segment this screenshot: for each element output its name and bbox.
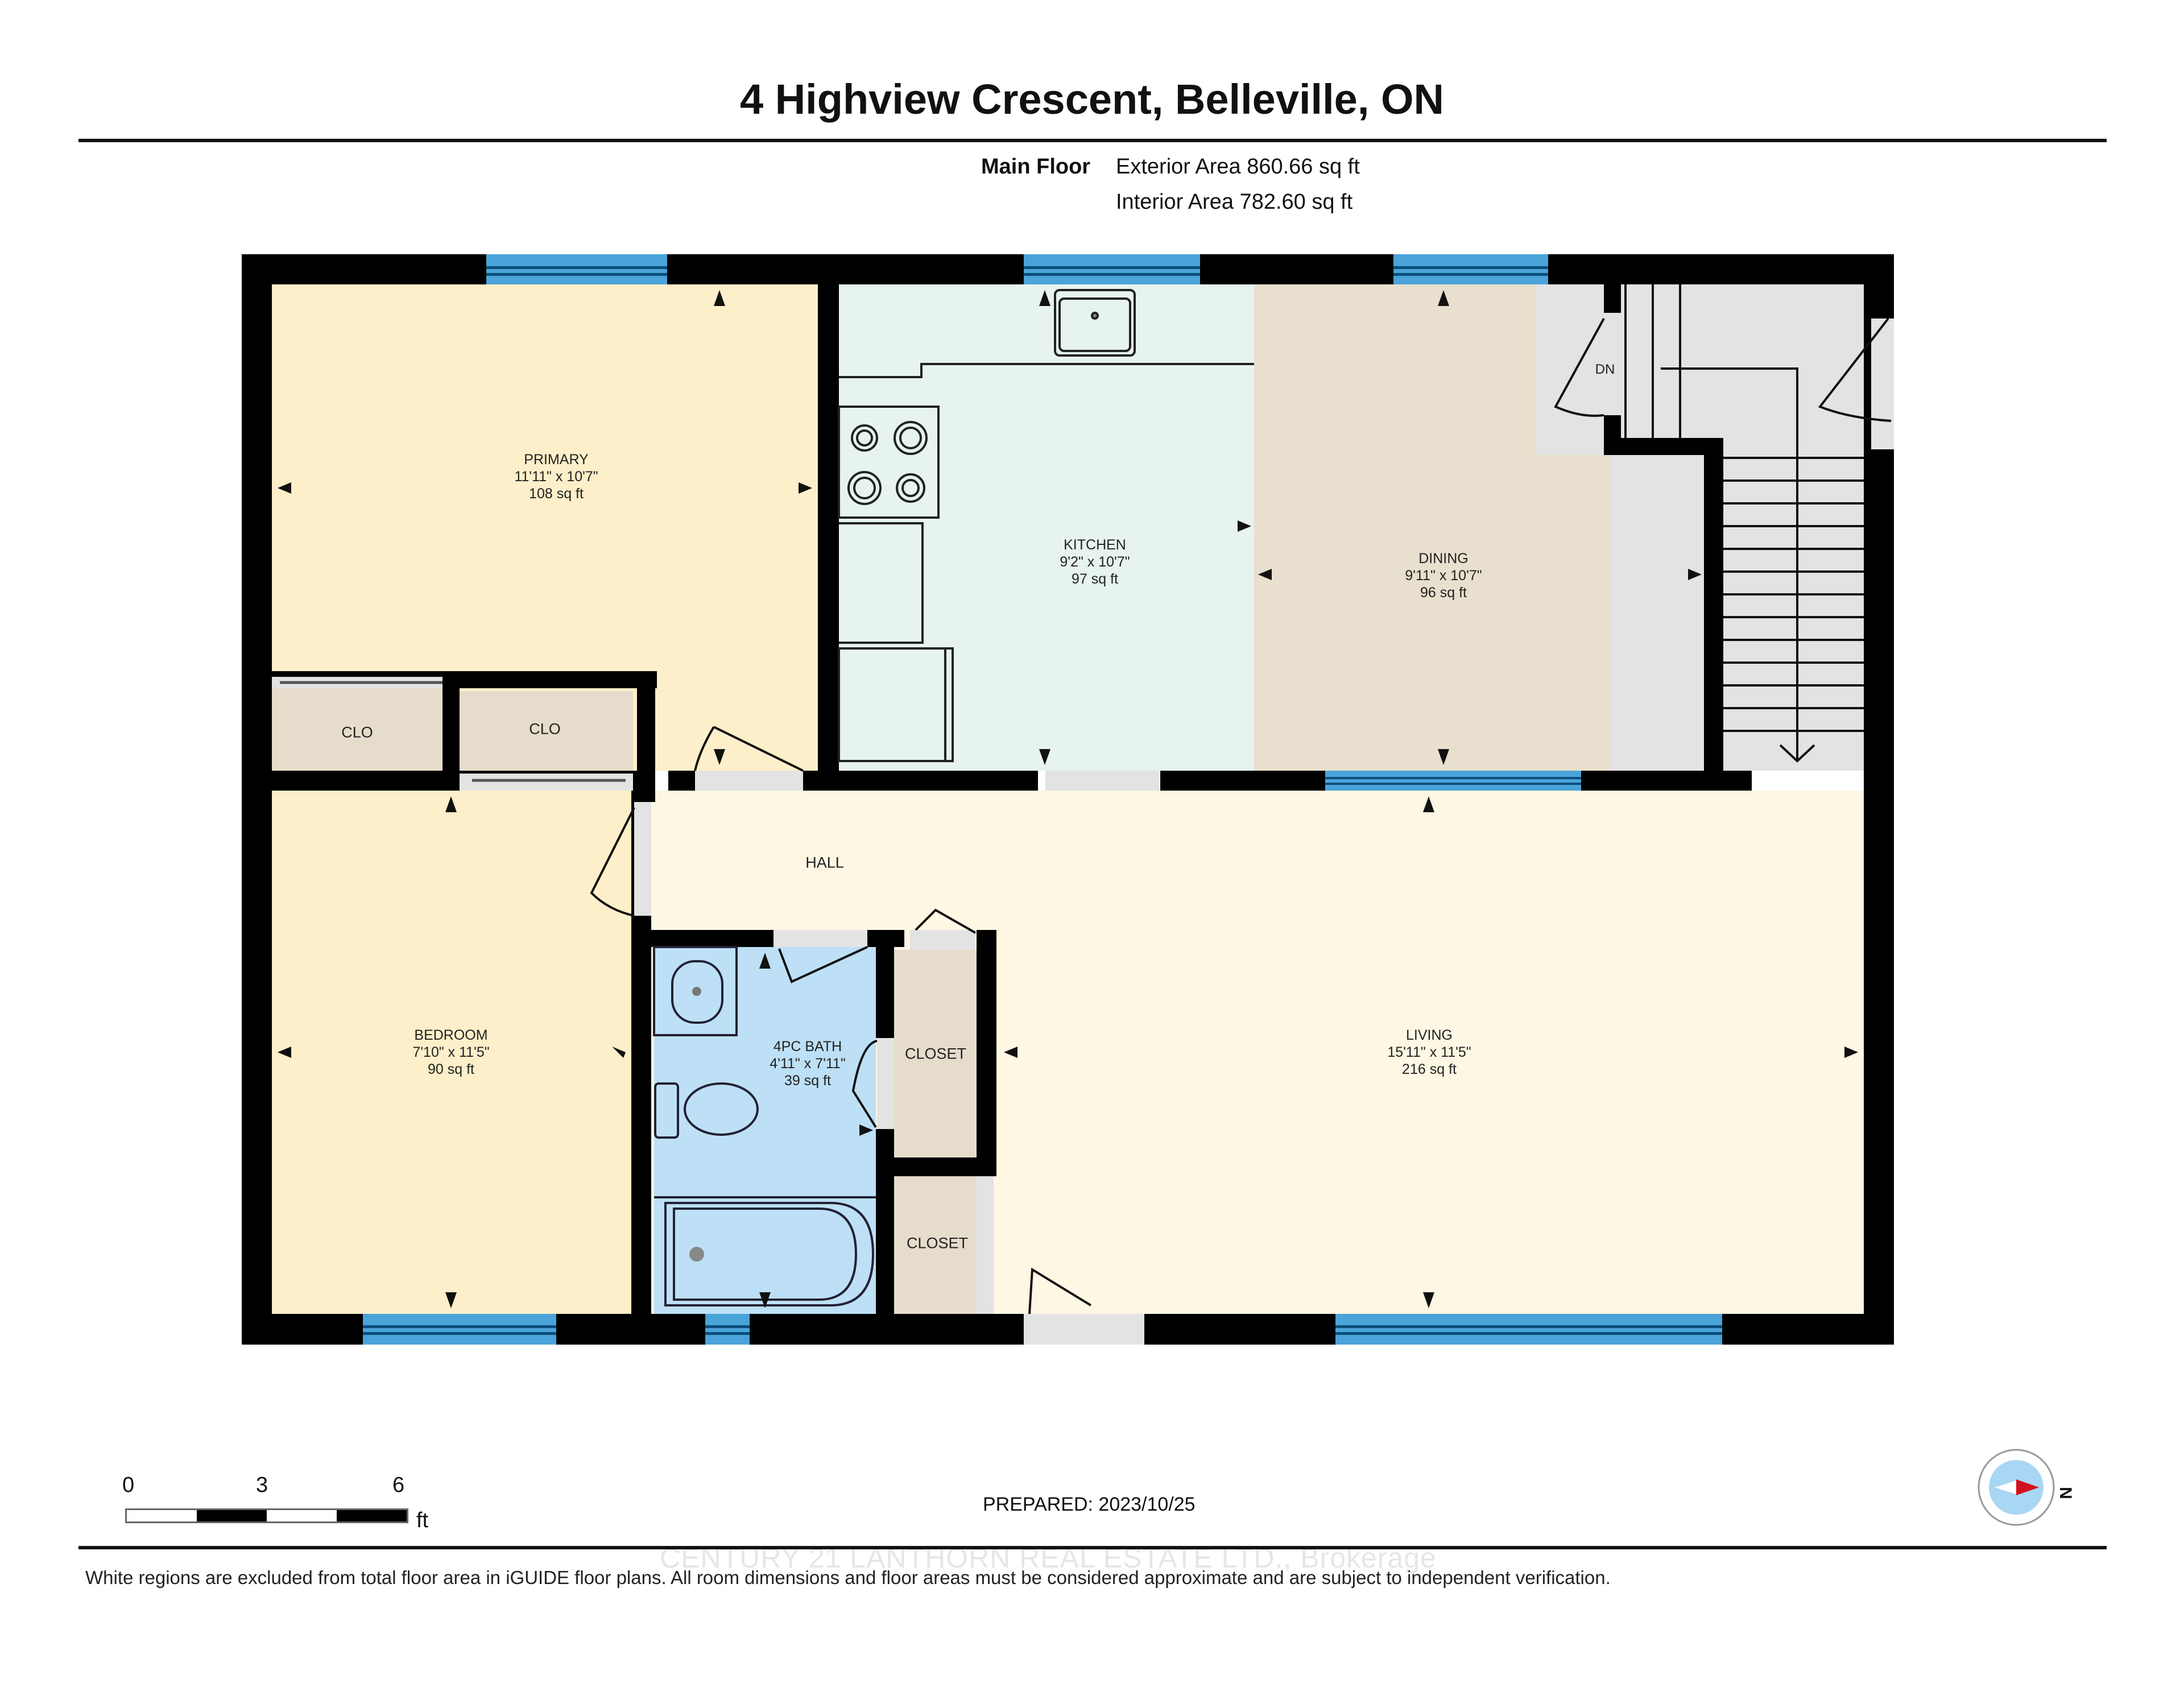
window	[1393, 254, 1548, 284]
interior-walls	[242, 284, 1894, 1314]
scale-tick-3: 3	[256, 1473, 268, 1497]
exterior-area: Exterior Area 860.66 sq ft	[1116, 155, 1360, 179]
closet-clo-2[interactable]	[460, 691, 633, 771]
stairs-area	[1610, 284, 1864, 771]
room-label-primary: PRIMARY 11'11" x 10'7" 108 sq ft	[514, 451, 598, 502]
room-dims: 7'10" x 11'5"	[412, 1044, 490, 1060]
room-dims: 4'11" x 7'11"	[770, 1056, 846, 1072]
room-label-bedroom: BEDROOM 7'10" x 11'5" 90 sq ft	[412, 1027, 489, 1078]
prepared-date: PREPARED: 2023/10/25	[983, 1494, 1196, 1515]
room-area: 90 sq ft	[427, 1061, 474, 1077]
room-name: 4PC BATH	[773, 1039, 842, 1055]
disclaimer: White regions are excluded from total fl…	[85, 1567, 1611, 1588]
window	[363, 1314, 556, 1345]
window	[1335, 1314, 1722, 1345]
window	[486, 254, 667, 284]
scale-bar: 0 3 6 ft	[119, 1473, 438, 1536]
room-name: LIVING	[1406, 1027, 1453, 1043]
room-label-living: LIVING 15'11" x 11'5" 216 sq ft	[1387, 1027, 1471, 1078]
stairs-lower	[1536, 284, 1610, 455]
sink-icon	[1054, 289, 1136, 357]
room-dims: 11'11" x 10'7"	[514, 469, 598, 485]
fridge-icon	[838, 647, 954, 762]
bathtub-icon	[654, 1196, 876, 1306]
closet-2[interactable]	[894, 1176, 977, 1314]
room-bath[interactable]	[654, 947, 876, 1314]
toilet-icon	[654, 1082, 759, 1139]
windows	[363, 254, 1722, 1345]
closet-1[interactable]	[894, 950, 977, 1157]
scale-segments	[125, 1508, 408, 1523]
window	[1325, 771, 1581, 791]
label-hall: HALL	[805, 854, 844, 871]
window	[1024, 254, 1200, 284]
label-clo-2: CLO	[529, 720, 561, 738]
room-label-bath: 4PC BATH 4'11" x 7'11" 39 sq ft	[770, 1038, 845, 1089]
label-closet-2: CLOSET	[906, 1234, 969, 1252]
room-area: 97 sq ft	[1072, 571, 1118, 587]
label-stairs-down: DN	[1595, 362, 1615, 377]
room-area: 108 sq ft	[529, 486, 584, 502]
room-dims: 15'11" x 11'5"	[1387, 1044, 1471, 1060]
room-name: KITCHEN	[1064, 537, 1126, 553]
bath-vanity-icon	[653, 946, 738, 1036]
label-clo-1: CLO	[341, 723, 373, 741]
closet-tracks	[280, 681, 626, 782]
room-area: 96 sq ft	[1420, 585, 1467, 601]
room-name: PRIMARY	[524, 452, 589, 468]
room-label-kitchen: KITCHEN 9'2" x 10'7" 97 sq ft	[1060, 536, 1130, 588]
footer-divider	[78, 1546, 2107, 1549]
room-dims: 9'2" x 10'7"	[1060, 554, 1130, 570]
room-area: 39 sq ft	[784, 1073, 831, 1089]
scale-tick-0: 0	[122, 1473, 135, 1497]
room-name: DINING	[1418, 551, 1469, 567]
scale-tick-6: 6	[392, 1473, 405, 1497]
label-closet-1: CLOSET	[904, 1045, 967, 1062]
header-divider	[78, 139, 2107, 142]
room-dims: 9'11" x 10'7"	[1405, 568, 1482, 584]
door-swings	[590, 317, 1892, 1314]
page-title: 4 Highview Crescent, Belleville, ON	[740, 76, 1444, 123]
compass-north-label: N	[2055, 1487, 2075, 1499]
room-label-dining: DINING 9'11" x 10'7" 96 sq ft	[1405, 550, 1482, 601]
interior-area: Interior Area 782.60 sq ft	[1116, 190, 1353, 214]
room-area: 216 sq ft	[1402, 1061, 1457, 1077]
stairs-icon	[1624, 284, 1864, 763]
window	[705, 1314, 750, 1345]
room-bedroom[interactable]	[272, 791, 633, 1314]
door-openings	[272, 313, 1894, 1345]
kitchen-counters	[839, 363, 1254, 644]
stove-icon	[838, 406, 940, 519]
scale-unit: ft	[416, 1508, 429, 1532]
compass-icon	[1976, 1448, 2056, 1527]
closet-clo-1[interactable]	[272, 688, 442, 774]
dimension-markers	[278, 290, 1858, 1308]
room-name: BEDROOM	[414, 1027, 488, 1043]
room-kitchen[interactable]	[839, 284, 1254, 771]
floor-name: Main Floor	[981, 155, 1091, 179]
